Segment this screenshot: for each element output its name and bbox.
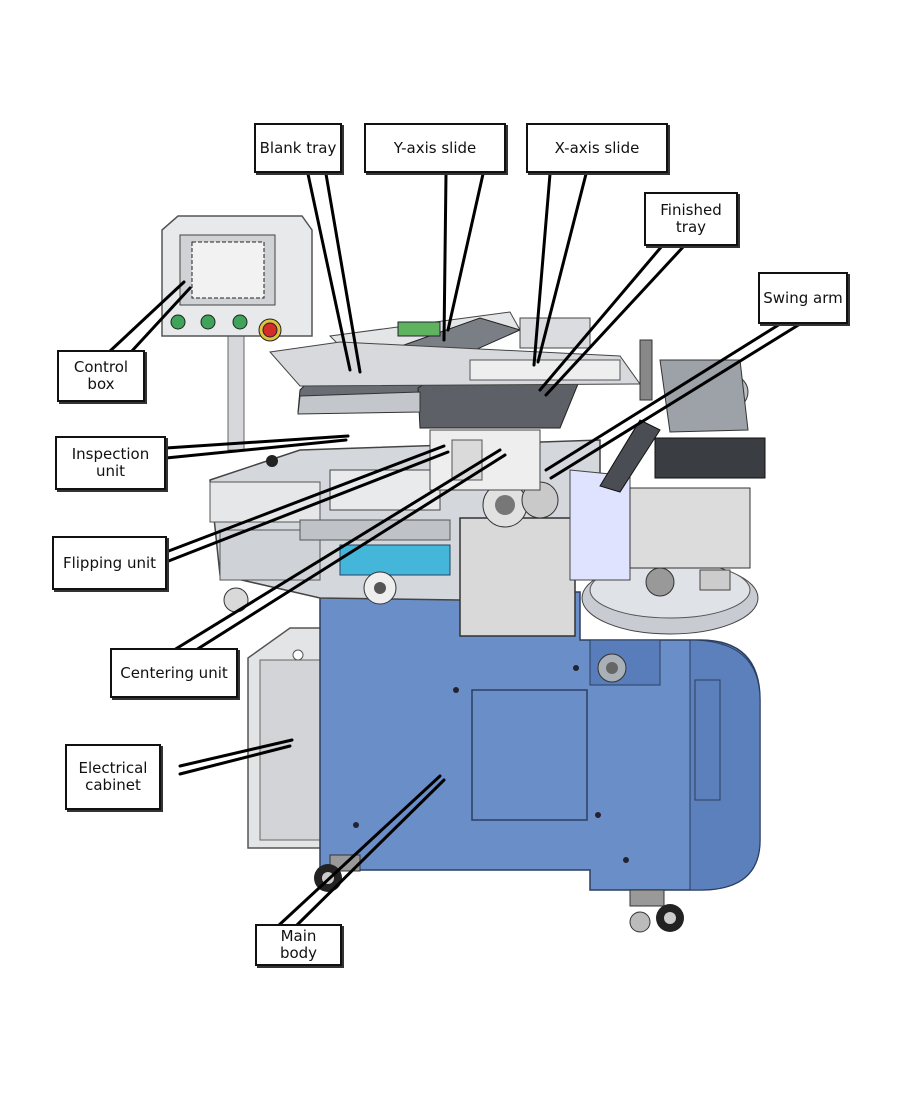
leader-inspection-2: [164, 438, 348, 460]
label-centering-unit: Centering unit: [110, 648, 238, 698]
label-flipping-unit: Flipping unit: [52, 536, 167, 590]
label-control-box: Control box: [57, 350, 145, 402]
leader-blank-tray-1: [306, 172, 352, 372]
leader-x-axis-1: [532, 172, 552, 367]
label-main-body-text: Main body: [279, 927, 318, 962]
leader-electrical-1: [178, 738, 294, 768]
leader-main-body-2: [294, 778, 446, 928]
leader-control-box-2: [129, 286, 192, 354]
leader-blank-tray-2: [324, 172, 362, 374]
leader-x-axis-2: [536, 172, 588, 364]
electrical-cabinet-shape: [247, 627, 331, 849]
leader-lines: [107, 172, 802, 928]
leader-swing-arm-1: [544, 322, 782, 472]
label-control-box-text: Control box: [73, 358, 129, 393]
label-centering-unit-text: Centering unit: [120, 663, 228, 682]
label-electrical-cabinet-text: Electrical cabinet: [78, 759, 148, 794]
leader-main-body-1: [276, 774, 442, 928]
leader-electrical-2: [178, 744, 292, 776]
leader-centering-2: [194, 453, 507, 652]
tray-assembly: [269, 311, 641, 429]
label-y-axis-slide-text: Y-axis slide: [393, 138, 477, 157]
label-blank-tray-text: Blank tray: [259, 138, 337, 157]
label-x-axis-slide: X-axis slide: [526, 123, 668, 173]
label-finished-tray: Finished tray: [644, 192, 738, 246]
label-electrical-cabinet: Electrical cabinet: [65, 744, 161, 810]
label-y-axis-slide: Y-axis slide: [364, 123, 506, 173]
leader-inspection-1: [164, 434, 350, 450]
label-inspection-unit: Inspection unit: [55, 436, 166, 490]
centering-swing-region: [429, 339, 766, 637]
leader-finished-tray-2: [544, 244, 686, 397]
label-finished-tray-text: Finished tray: [660, 201, 722, 236]
label-inspection-unit-text: Inspection unit: [71, 445, 150, 480]
main-body-shape: [319, 591, 761, 891]
label-swing-arm: Swing arm: [758, 272, 848, 324]
leader-y-axis-1: [442, 172, 448, 342]
label-main-body: Main body: [255, 924, 342, 966]
leader-control-box-1: [107, 280, 186, 354]
label-flipping-unit-text: Flipping unit: [62, 553, 157, 572]
leader-flipping-2: [164, 450, 450, 564]
leader-finished-tray-1: [538, 244, 664, 392]
leader-y-axis-2: [446, 172, 485, 332]
label-swing-arm-text: Swing arm: [763, 288, 843, 307]
label-blank-tray: Blank tray: [254, 123, 342, 173]
label-x-axis-slide-text: X-axis slide: [554, 138, 640, 157]
leader-flipping-1: [164, 444, 446, 554]
leader-swing-arm-2: [549, 322, 802, 480]
control-box-shape: [161, 215, 313, 451]
leader-centering-1: [172, 448, 502, 652]
